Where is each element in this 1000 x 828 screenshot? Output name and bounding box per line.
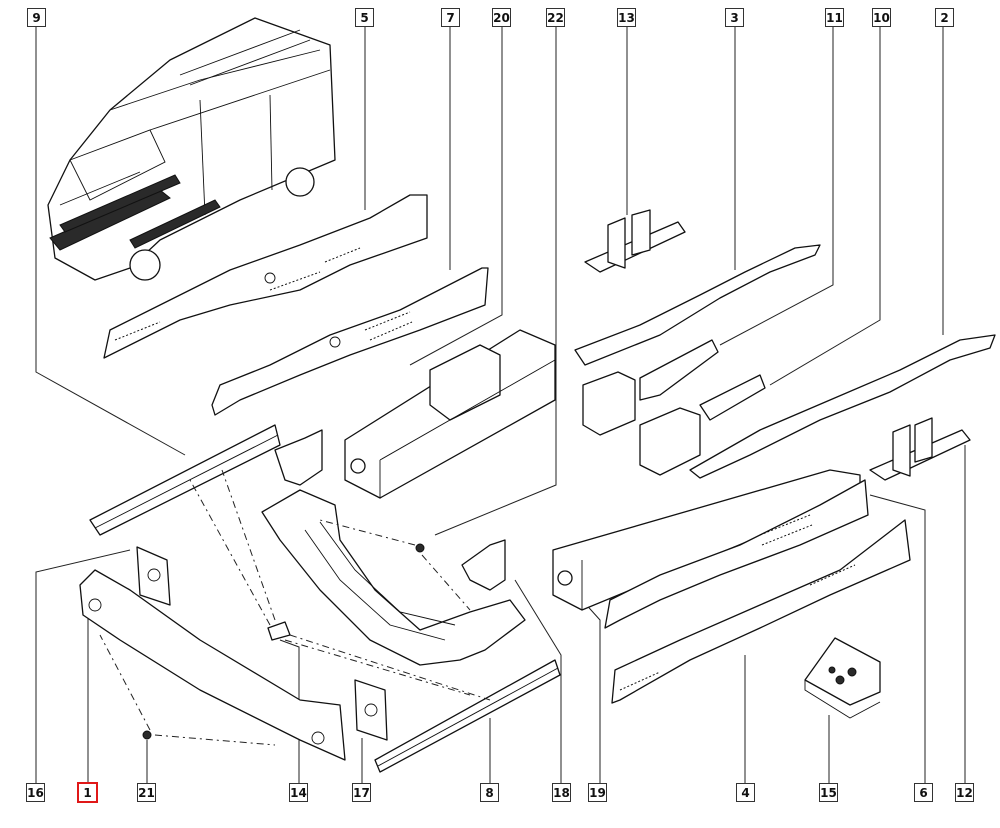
part-6-outer-panel — [604, 479, 869, 629]
curved-front-member — [261, 489, 526, 666]
leader-lines — [35, 26, 966, 788]
part-13-bracket — [584, 209, 686, 273]
part-22-bolt — [415, 543, 425, 553]
part-18-bracket — [461, 539, 506, 591]
part-16-mounting-plate — [136, 546, 171, 606]
part-14-clip — [267, 621, 291, 641]
van-illustration — [47, 17, 336, 281]
part-10-side-member-section — [639, 374, 766, 476]
part-8-rail — [374, 659, 561, 773]
part-17-mounting-plate — [354, 679, 388, 741]
part-1-front-cross-member — [79, 569, 346, 761]
label-part-3[interactable]: 3 — [725, 8, 744, 27]
part-20-front-side-member — [344, 329, 556, 499]
label-part-2[interactable]: 2 — [935, 8, 954, 27]
part-7-side-panel — [211, 267, 489, 416]
part-21-bolt — [142, 730, 152, 740]
assembly-lines — [99, 469, 491, 746]
label-part-16[interactable]: 16 — [26, 783, 45, 802]
label-part-15[interactable]: 15 — [819, 783, 838, 802]
label-part-10[interactable]: 10 — [872, 8, 891, 27]
upper-bracket — [274, 429, 323, 486]
label-part-7[interactable]: 7 — [441, 8, 460, 27]
label-part-17[interactable]: 17 — [352, 783, 371, 802]
part-12-bracket — [869, 417, 971, 481]
label-part-5[interactable]: 5 — [355, 8, 374, 27]
label-part-9[interactable]: 9 — [27, 8, 46, 27]
label-part-18[interactable]: 18 — [552, 783, 571, 802]
label-part-4[interactable]: 4 — [736, 783, 755, 802]
part-19-front-side-member — [552, 469, 861, 611]
part-15-fastener-kit — [804, 637, 881, 719]
part-11-side-member-section — [582, 339, 719, 436]
label-part-20[interactable]: 20 — [492, 8, 511, 27]
label-part-11[interactable]: 11 — [825, 8, 844, 27]
part-5-side-panel — [103, 194, 428, 359]
label-part-22[interactable]: 22 — [546, 8, 565, 27]
label-part-1-highlighted[interactable]: 1 — [77, 782, 98, 803]
label-part-14[interactable]: 14 — [289, 783, 308, 802]
label-part-13[interactable]: 13 — [617, 8, 636, 27]
label-part-21[interactable]: 21 — [137, 783, 156, 802]
label-part-8[interactable]: 8 — [480, 783, 499, 802]
label-part-6[interactable]: 6 — [914, 783, 933, 802]
part-9-front-extension — [89, 424, 281, 536]
label-part-12[interactable]: 12 — [955, 783, 974, 802]
part-2-rear-side-member — [689, 334, 996, 479]
part-3-rear-side-member — [574, 244, 821, 366]
part-4-outer-panel — [611, 519, 911, 704]
label-part-19[interactable]: 19 — [588, 783, 607, 802]
